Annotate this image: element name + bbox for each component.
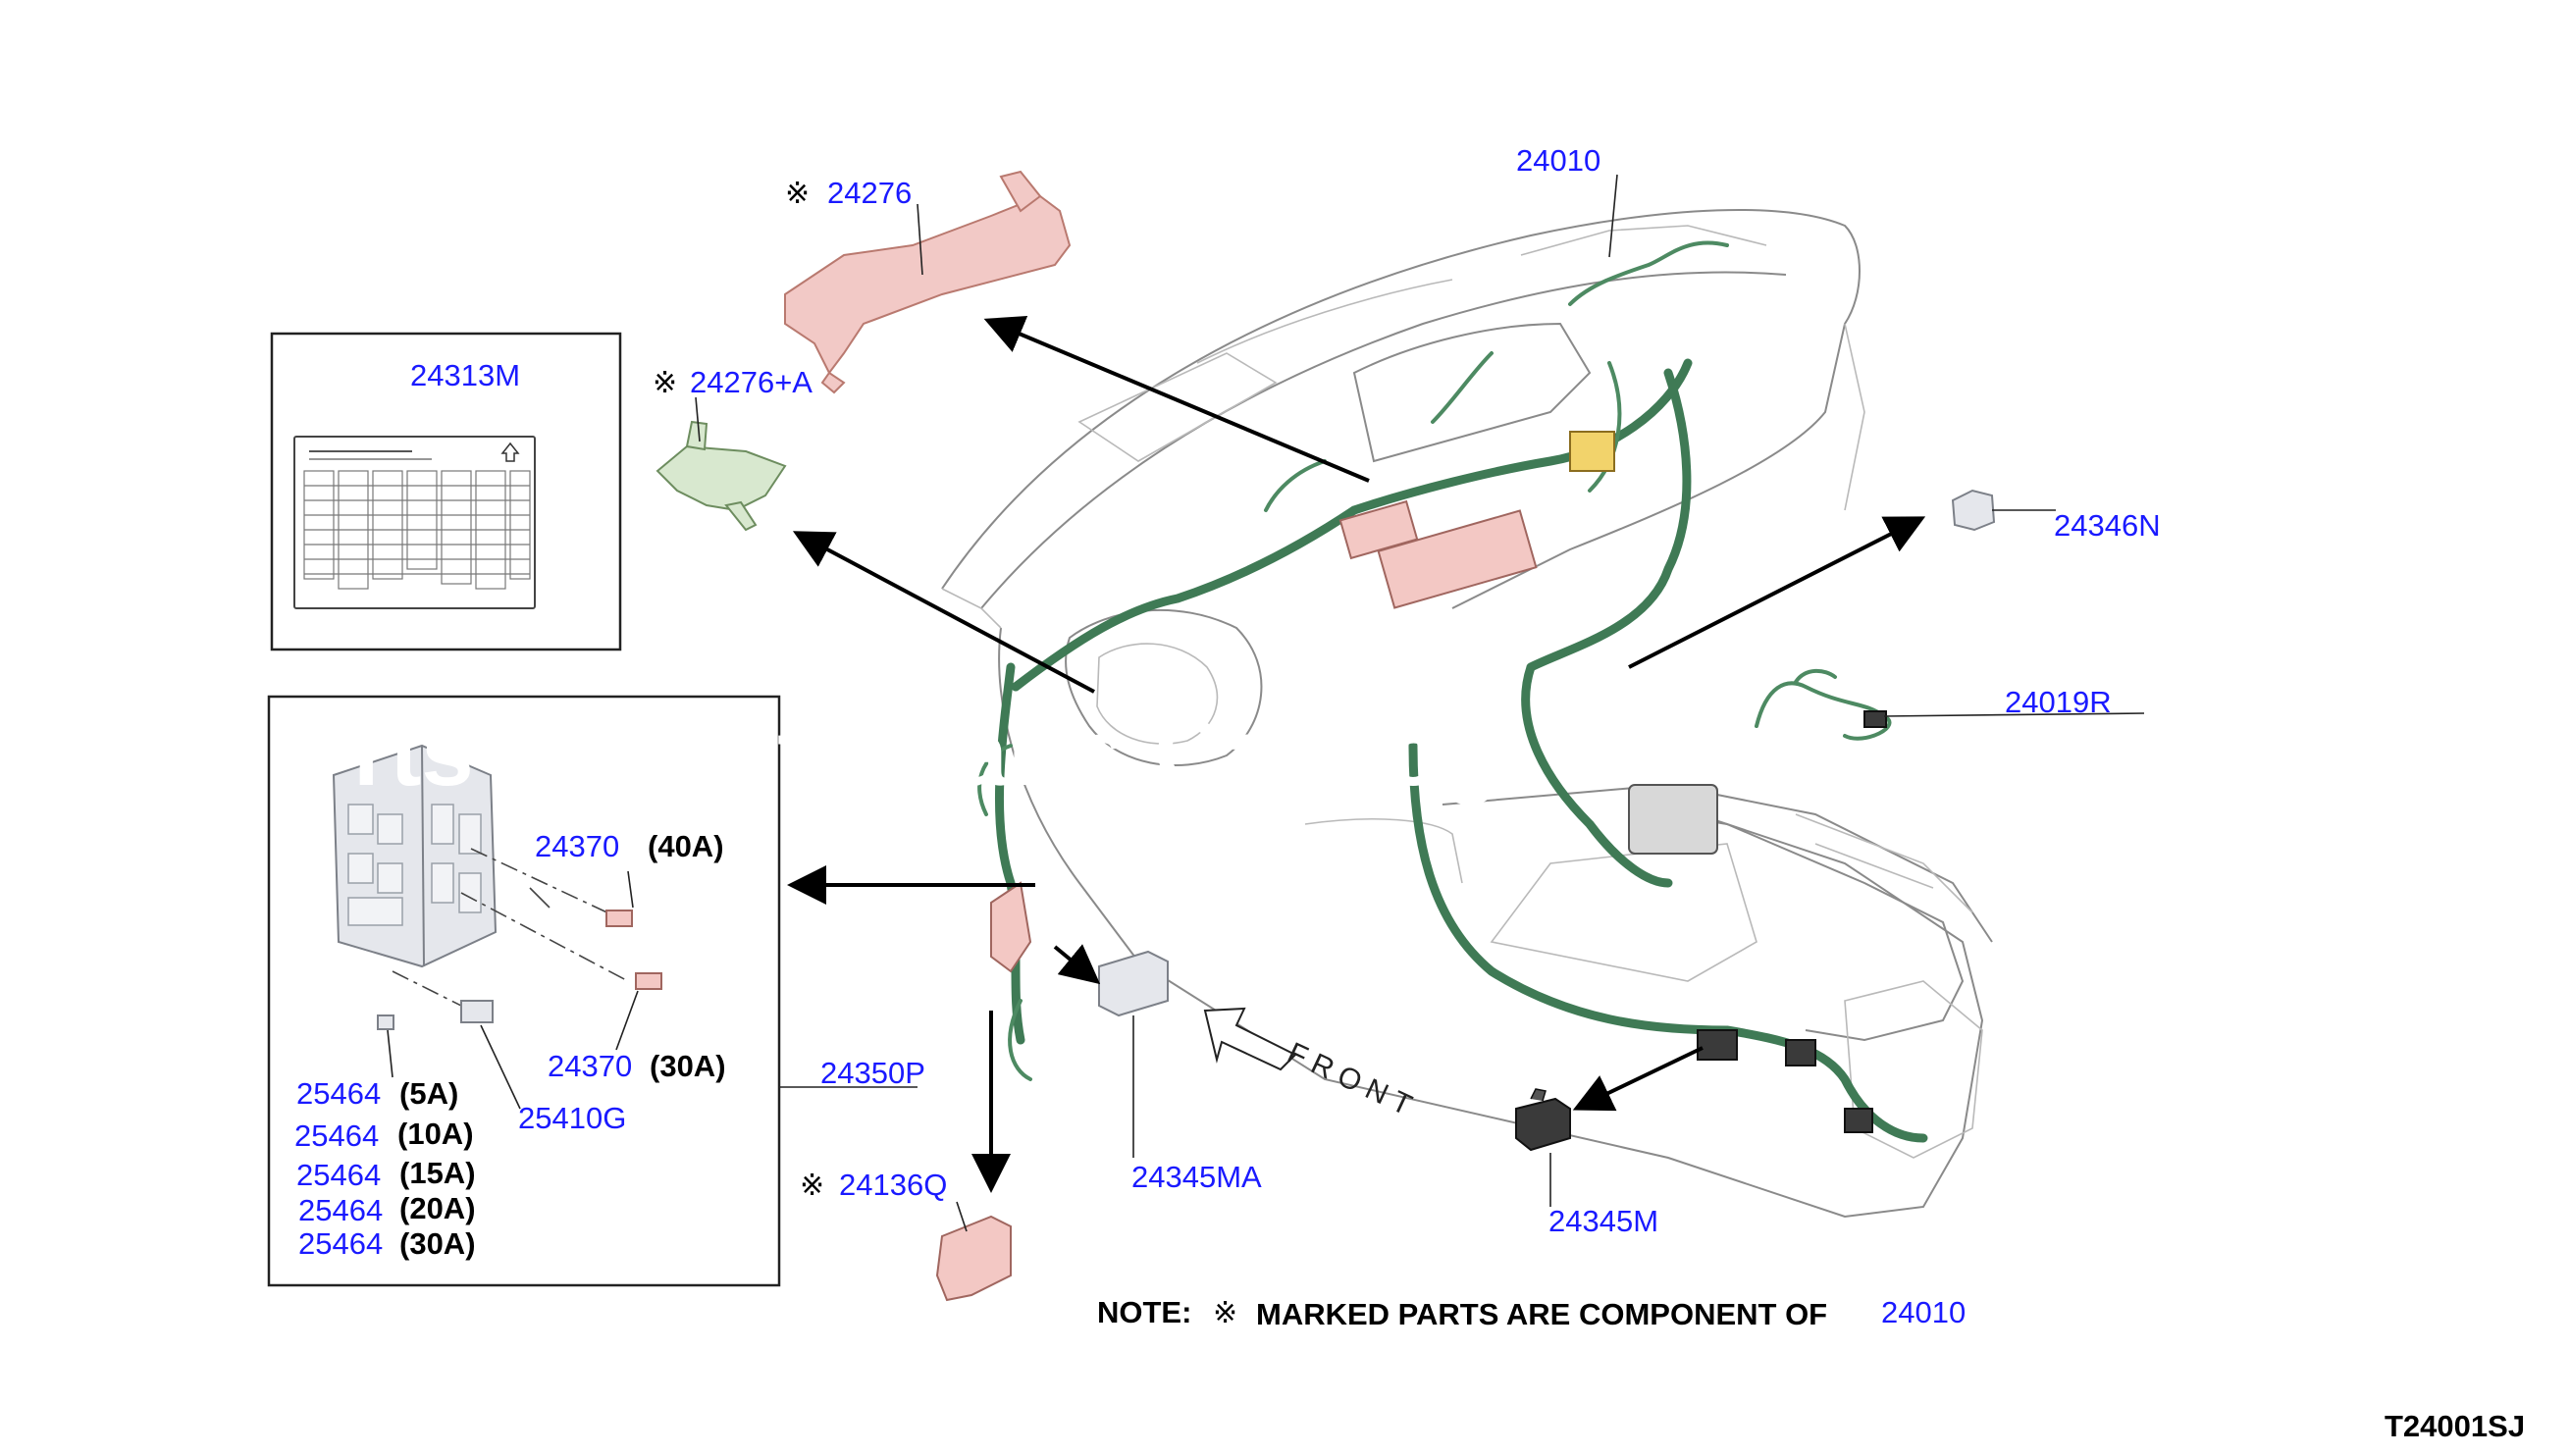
part-24276-illustration	[784, 170, 1072, 394]
dashboard-assembly-illustration	[941, 209, 1993, 1219]
front-label: FRONT	[1283, 1036, 1424, 1124]
fuse-box-detail-box	[267, 695, 781, 1287]
part-24345M-illustration	[1515, 1088, 1571, 1152]
part-24313M-illustration	[293, 436, 536, 609]
part-24345MA-illustration	[1098, 950, 1169, 1017]
rating-30a: (30A)	[650, 1049, 726, 1083]
part-24313M-label[interactable]: 24313M	[410, 358, 520, 392]
part-25464-20a-label[interactable]: 25464	[298, 1193, 383, 1227]
front-direction-indicator: FRONT	[1203, 1007, 1424, 1125]
note-ref-24010[interactable]: 24010	[1881, 1295, 1966, 1329]
fuse-mini-illustration	[377, 1014, 394, 1030]
part-24350P-illustration	[332, 744, 662, 1030]
rating-40a: (40A)	[648, 829, 724, 863]
note-text: MARKED PARTS ARE COMPONENT OF	[1256, 1297, 1827, 1331]
main-harness-illustration	[977, 240, 1928, 1143]
part-25410G-label[interactable]: 25410G	[518, 1101, 626, 1135]
component-mark-24276A: ※	[653, 366, 677, 400]
rating-10a: (10A)	[397, 1117, 474, 1151]
component-mark-24136Q: ※	[800, 1169, 824, 1203]
rating-20a: (20A)	[399, 1191, 476, 1225]
note-mark: ※	[1213, 1296, 1237, 1330]
part-25464-15a-label[interactable]: 25464	[296, 1158, 381, 1192]
part-24350P-label[interactable]: 24350P	[820, 1056, 925, 1090]
part-25464-5a-label[interactable]: 25464	[296, 1076, 381, 1111]
diagram-code: T24001SJ	[2385, 1409, 2525, 1443]
part-24136Q-illustration	[935, 881, 1032, 1302]
component-mark-24276: ※	[785, 177, 810, 211]
rating-30a-fuse: (30A)	[399, 1226, 476, 1261]
part-24010-label[interactable]: 24010	[1516, 143, 1600, 178]
component-note: NOTE: ※ MARKED PARTS ARE COMPONENT OF 24…	[1097, 1295, 1966, 1331]
rating-5a: (5A)	[399, 1076, 458, 1111]
rating-15a: (15A)	[399, 1156, 476, 1190]
part-24370-40a-label[interactable]: 24370	[535, 829, 619, 863]
part-24345MA-label[interactable]: 24345MA	[1131, 1160, 1262, 1194]
fuse-puller-illustration	[460, 1000, 494, 1023]
part-24019R-illustration	[1755, 668, 1892, 741]
part-24370-30a-label[interactable]: 24370	[548, 1049, 632, 1083]
part-24346N-label[interactable]: 24346N	[2054, 508, 2161, 543]
part-24346N-illustration	[1951, 489, 1996, 532]
part-25464-10a-label[interactable]: 25464	[294, 1118, 379, 1153]
part-24019R-label[interactable]: 24019R	[2005, 685, 2112, 719]
fuse-40a-illustration	[605, 910, 633, 927]
part-24276A-label[interactable]: 24276+A	[690, 365, 813, 399]
pointer-arrows	[787, 315, 1926, 1193]
part-24136Q-label[interactable]: 24136Q	[839, 1168, 947, 1202]
part-24276A-illustration	[656, 420, 787, 532]
label-detail-box	[270, 332, 622, 651]
leader-lines	[387, 174, 2145, 1232]
fuse-30a-illustration	[635, 972, 662, 990]
watermark-text: rts N to Parts Catalog	[353, 701, 1499, 806]
note-prefix: NOTE:	[1097, 1295, 1191, 1329]
part-24345M-label[interactable]: 24345M	[1548, 1204, 1658, 1238]
part-24276-label[interactable]: 24276	[827, 176, 912, 210]
part-25464-30a-label[interactable]: 25464	[298, 1226, 383, 1261]
